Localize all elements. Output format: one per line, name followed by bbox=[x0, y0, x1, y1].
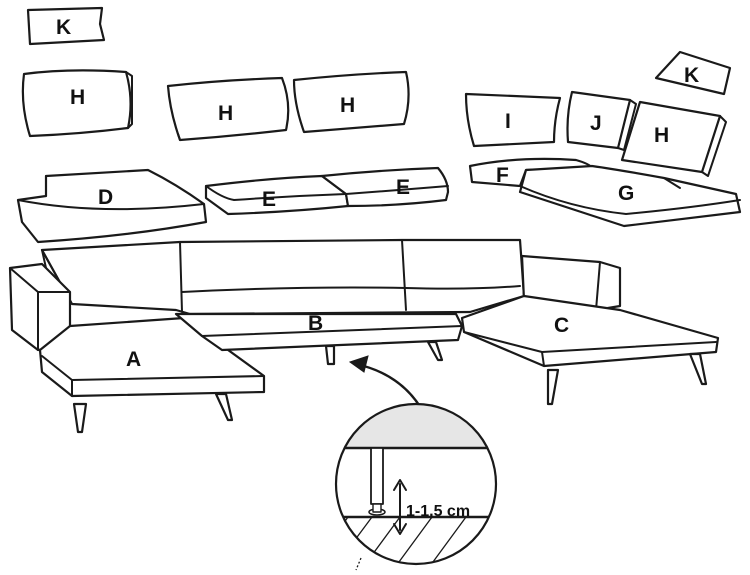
cushion-i: I bbox=[464, 92, 562, 148]
cushion-e-1: E bbox=[204, 174, 350, 216]
cushion-g: G bbox=[518, 164, 742, 228]
label-j: J bbox=[590, 112, 602, 135]
label-c: C bbox=[554, 314, 569, 337]
label-k-right: K bbox=[684, 64, 699, 87]
cushion-h-4: H bbox=[620, 100, 727, 177]
cushion-e-2: E bbox=[320, 166, 450, 208]
label-a: A bbox=[126, 348, 141, 371]
label-e-2: E bbox=[396, 176, 410, 199]
label-k-left: K bbox=[56, 16, 71, 39]
cushion-h-2: H bbox=[166, 76, 290, 142]
label-e-1: E bbox=[262, 188, 276, 211]
sofa-frame: A B C bbox=[8, 238, 720, 434]
label-d: D bbox=[98, 186, 113, 209]
detail-magnifier: 1-1,5 cm bbox=[334, 402, 498, 571]
height-adjustment-label: 1-1,5 cm bbox=[406, 503, 470, 520]
cushion-k-right: K bbox=[654, 50, 732, 96]
cushion-k-left: K bbox=[26, 6, 106, 46]
label-i: I bbox=[505, 110, 511, 133]
label-h-3: H bbox=[340, 94, 355, 117]
label-g: G bbox=[618, 182, 634, 205]
label-h-1: H bbox=[70, 86, 85, 109]
cushion-j: J bbox=[566, 90, 637, 151]
label-b: B bbox=[308, 312, 323, 335]
cushion-h-1: H bbox=[21, 69, 133, 138]
cushion-h-3: H bbox=[292, 70, 410, 134]
cushion-d: D bbox=[16, 168, 208, 244]
label-f: F bbox=[496, 164, 509, 187]
label-h-2: H bbox=[218, 102, 233, 125]
label-h-4: H bbox=[654, 124, 669, 147]
